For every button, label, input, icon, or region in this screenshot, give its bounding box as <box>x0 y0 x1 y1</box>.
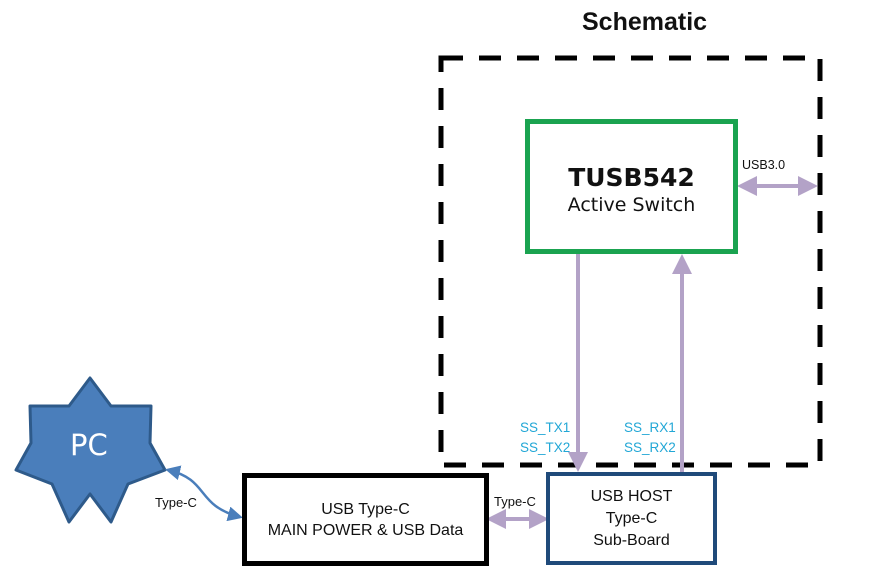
main-board-block: USB Type-C MAIN POWER & USB Data <box>242 473 489 566</box>
rx-signal-labels: SS_RX1 SS_RX2 <box>624 418 676 458</box>
main-board-line2: MAIN POWER & USB Data <box>267 521 464 539</box>
tusb542-title: TUSB542 <box>568 163 695 192</box>
pc-to-main-connector <box>165 465 243 522</box>
usb3-label: USB3.0 <box>742 158 786 172</box>
rx1-label: SS_RX1 <box>624 420 676 435</box>
host-board-line2: Type-C <box>605 509 658 527</box>
main-board-line1: USB Type-C <box>321 500 410 518</box>
tusb542-subtitle: Active Switch <box>567 194 696 216</box>
tusb542-block: TUSB542 Active Switch <box>525 119 738 254</box>
schematic-region <box>438 55 823 468</box>
tx1-label: SS_TX1 <box>520 420 571 435</box>
host-board-line1: USB HOST <box>590 487 673 505</box>
pc-label: PC <box>70 428 108 462</box>
schematic-title: Schematic <box>582 8 708 36</box>
tx-signal-labels: SS_TX1 SS_TX2 <box>520 418 570 458</box>
pc-connector-label: Type-C <box>155 495 197 510</box>
main-host-connector-label: Type-C <box>494 494 536 509</box>
tx2-label: SS_TX2 <box>520 440 571 455</box>
host-board-block: USB HOST Type-C Sub-Board <box>546 472 717 565</box>
rx2-label: SS_RX2 <box>624 440 676 455</box>
host-board-line3: Sub-Board <box>593 531 670 549</box>
pc-star-shape <box>14 376 167 524</box>
